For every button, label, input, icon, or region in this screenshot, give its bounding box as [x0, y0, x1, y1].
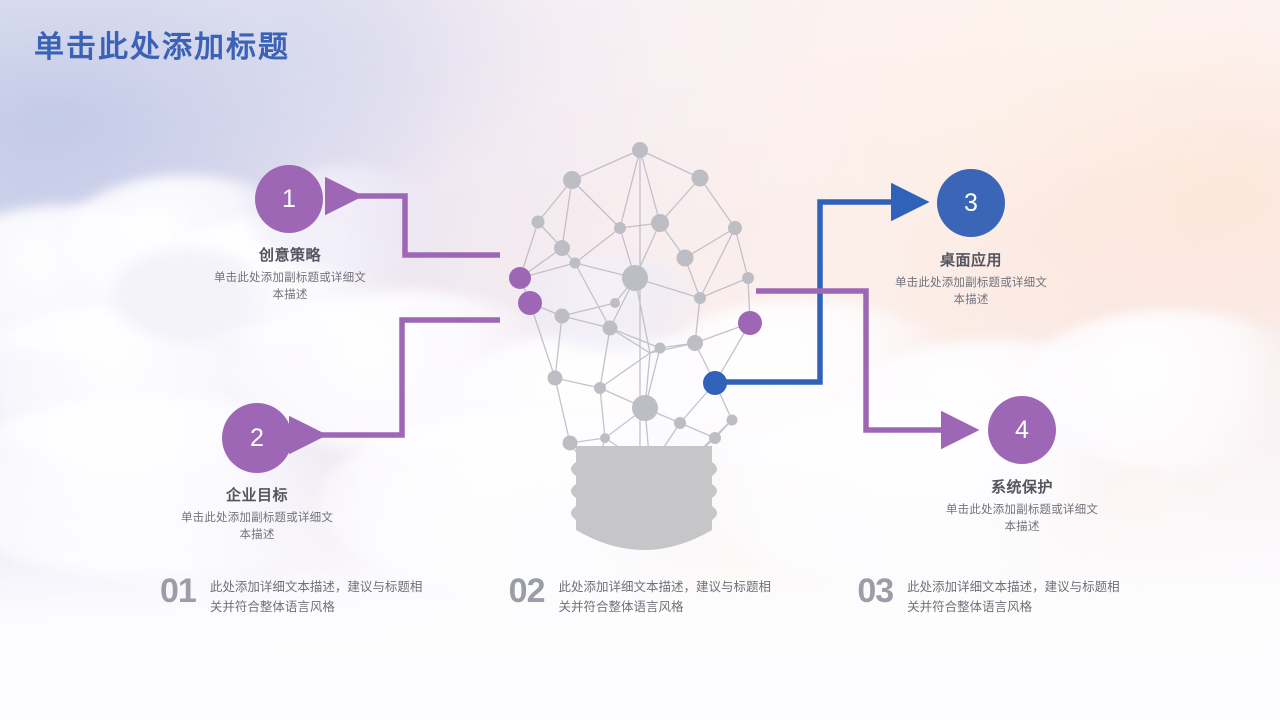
step-number-3: 3 [964, 188, 978, 217]
bottom-text-01-line1: 此处添加详细文本描述，建议与标题相 [209, 580, 423, 594]
step-title-1: 创意策略 [258, 247, 321, 264]
bottom-text-02: 此处添加详细文本描述，建议与标题相 关并符合整体语言风格 [559, 574, 772, 617]
step-circle-4[interactable]: 4 [988, 396, 1056, 464]
step-label-1: 创意策略 单击此处添加副标题或详细文 本描述 [175, 244, 405, 303]
bottom-item-01: 01 此处添加详细文本描述，建议与标题相 关并符合整体语言风格 [160, 574, 463, 617]
step-desc-4-line2: 本描述 [1004, 520, 1040, 533]
step-number-1: 1 [282, 184, 296, 213]
bulb-base [571, 446, 717, 550]
step-desc-2-line2: 本描述 [239, 528, 275, 541]
lightbulb-network-graphic [509, 142, 762, 550]
bottom-text-02-line1: 此处添加详细文本描述，建议与标题相 [558, 580, 772, 594]
bottom-description-row: 01 此处添加详细文本描述，建议与标题相 关并符合整体语言风格 02 此处添加详… [160, 574, 1160, 617]
page-title: 单击此处添加标题 [34, 31, 290, 64]
step-number-4: 4 [1015, 415, 1029, 444]
step-title-3: 桌面应用 [939, 252, 1002, 269]
connector-to-node-2 [289, 317, 500, 455]
step-desc-1-line2: 本描述 [272, 288, 308, 301]
bottom-text-01-line2: 关并符合整体语言风格 [209, 600, 335, 614]
bulb-node-lower-left [518, 291, 542, 315]
step-label-3: 桌面应用 单击此处添加副标题或详细文 本描述 [856, 249, 1086, 308]
bottom-item-03: 03 此处添加详细文本描述，建议与标题相 关并符合整体语言风格 [857, 574, 1160, 617]
bottom-number-02: 02 [508, 572, 546, 610]
step-circle-2[interactable]: 2 [222, 403, 292, 473]
step-desc-3-line2: 本描述 [953, 293, 989, 306]
bottom-number-03: 03 [857, 572, 894, 610]
connector-to-node-1 [325, 176, 500, 258]
step-circle-3[interactable]: 3 [937, 169, 1005, 237]
step-desc-4-line1: 单击此处添加副标题或详细文 [945, 504, 1099, 516]
step-title-2: 企业目标 [225, 487, 288, 504]
step-number-2: 2 [250, 423, 264, 452]
step-label-4: 系统保护 单击此处添加副标题或详细文 本描述 [907, 476, 1137, 535]
step-label-2: 企业目标 单击此处添加副标题或详细文 本描述 [142, 484, 372, 543]
step-desc-2-line1: 单击此处添加副标题或详细文 [180, 512, 334, 524]
bottom-text-03-line2: 关并符合整体语言风格 [907, 600, 1033, 614]
bottom-number-01: 01 [160, 572, 197, 610]
step-desc-1-line1: 单击此处添加副标题或详细文 [213, 272, 367, 284]
bottom-text-01: 此处添加详细文本描述，建议与标题相 关并符合整体语言风格 [210, 574, 423, 617]
bulb-node-right [738, 311, 762, 335]
connector-to-node-4 [756, 288, 980, 450]
bottom-text-03: 此处添加详细文本描述，建议与标题相 关并符合整体语言风格 [907, 574, 1120, 617]
step-title-4: 系统保护 [990, 479, 1053, 496]
bulb-node-upper-left [509, 267, 531, 289]
step-desc-3-line1: 单击此处添加副标题或详细文 [894, 277, 1048, 289]
bottom-text-03-line1: 此处添加详细文本描述，建议与标题相 [907, 580, 1120, 594]
step-circle-1[interactable]: 1 [255, 165, 323, 233]
bottom-text-02-line2: 关并符合整体语言风格 [558, 600, 684, 614]
bottom-item-02: 02 此处添加详细文本描述，建议与标题相 关并符合整体语言风格 [509, 574, 812, 617]
